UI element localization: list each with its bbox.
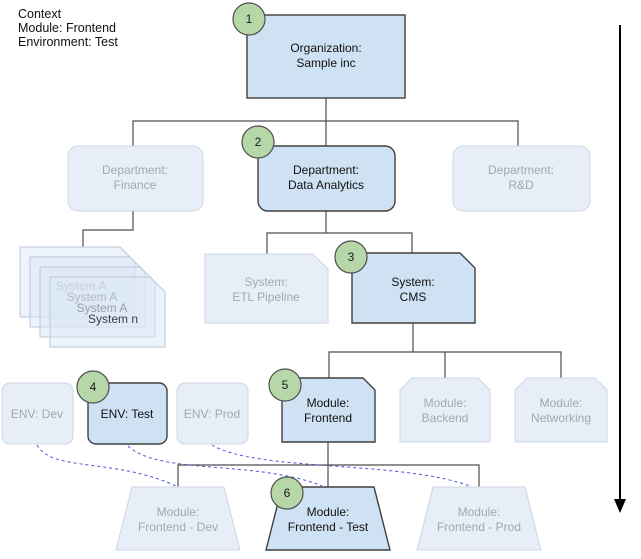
connector-frontend-to-deployments	[177, 442, 480, 487]
node-module-backend[interactable]: Module: Backend	[399, 377, 491, 443]
step-4-circle	[76, 370, 110, 404]
env-prod-label: ENV: Prod	[184, 407, 240, 421]
department-rd-line1: Department:	[488, 163, 554, 177]
system-etl-line1: System:	[244, 275, 287, 289]
node-system-etl[interactable]: System: ETL Pipeline	[204, 253, 329, 324]
step-2-circle	[241, 125, 275, 159]
system-stack-label-4: System n	[88, 312, 138, 326]
module-networking-line2: Networking	[531, 411, 591, 425]
module-networking-shape[interactable]	[514, 377, 608, 443]
flow-direction-arrow	[614, 25, 626, 513]
node-system-stack[interactable]: System A System A System A System n	[19, 246, 166, 348]
department-rd-line2: R&D	[508, 178, 534, 192]
connector-dataanalytics-to-systems	[266, 211, 413, 254]
step-4-badge: 4	[76, 370, 110, 404]
step-6-badge: 6	[270, 476, 304, 510]
department-data-analytics-line2: Data Analytics	[288, 178, 364, 192]
dashed-link-dev	[36, 444, 177, 487]
step-badges: 1 2 3 4 5 6	[76, 2, 368, 510]
organization-label-line1: Organization:	[290, 41, 361, 55]
deployment-frontend-prod-shape[interactable]	[416, 486, 542, 551]
organization-shape[interactable]	[246, 14, 406, 99]
node-department-rd[interactable]: Department: R&D	[452, 145, 591, 212]
module-backend-line1: Module:	[424, 396, 467, 410]
env-test-shape[interactable]	[87, 382, 168, 445]
module-networking-line1: Module:	[540, 396, 583, 410]
module-frontend-line2: Frontend	[304, 411, 352, 425]
node-module-frontend[interactable]: Module: Frontend	[281, 377, 376, 443]
step-3-badge: 3	[334, 240, 368, 274]
system-stack-label-2: System A	[67, 290, 118, 304]
department-rd-shape[interactable]	[452, 145, 591, 212]
step-1-badge: 1	[232, 2, 266, 36]
node-system-cms[interactable]: System: CMS	[351, 252, 476, 324]
step-2-number: 2	[255, 135, 262, 149]
organization-label-line2: Sample inc	[296, 56, 355, 70]
deployment-frontend-test-line1: Module:	[307, 505, 350, 519]
step-1-number: 1	[246, 12, 253, 26]
system-stack-label-1: System A	[56, 279, 107, 293]
system-stack-card-4[interactable]	[49, 276, 166, 348]
department-finance-line1: Department:	[102, 163, 168, 177]
department-finance-line2: Finance	[114, 178, 157, 192]
step-5-number: 5	[282, 378, 289, 392]
module-backend-shape[interactable]	[399, 377, 491, 443]
deployment-frontend-prod-line1: Module:	[458, 505, 501, 519]
deployment-frontend-prod-line2: Frontend - Prod	[437, 520, 521, 534]
department-data-analytics-shape[interactable]	[257, 145, 396, 212]
env-dev-label: ENV: Dev	[11, 407, 63, 421]
system-stack-label-3: System A	[77, 301, 128, 315]
system-etl-shape[interactable]	[204, 253, 329, 324]
step-3-number: 3	[348, 250, 355, 264]
system-cms-shape[interactable]	[351, 252, 476, 324]
connector-cms-to-modules	[328, 323, 562, 378]
system-cms-line2: CMS	[400, 290, 427, 304]
flow-arrow-head-icon	[614, 499, 626, 513]
department-data-analytics-line1: Department:	[293, 163, 359, 177]
step-6-circle	[270, 476, 304, 510]
tree-connectors	[82, 98, 562, 487]
context-environment: Environment: Test	[18, 35, 118, 49]
node-env-test[interactable]: ENV: Test	[87, 382, 168, 445]
deployment-frontend-dev-line1: Module:	[157, 505, 200, 519]
context-title: Context	[18, 7, 62, 21]
step-2-badge: 2	[241, 125, 275, 159]
system-etl-line2: ETL Pipeline	[232, 290, 300, 304]
connector-finance-to-system-stack	[82, 211, 134, 247]
deployment-frontend-dev-shape[interactable]	[115, 486, 241, 551]
department-finance-shape[interactable]	[67, 145, 204, 212]
system-cms-line1: System:	[391, 275, 434, 289]
context-module: Module: Frontend	[18, 21, 116, 35]
node-department-data-analytics[interactable]: Department: Data Analytics	[257, 145, 396, 212]
env-prod-shape[interactable]	[176, 382, 249, 445]
node-deployment-frontend-prod[interactable]: Module: Frontend - Prod	[416, 486, 542, 551]
env-deployment-links	[36, 444, 471, 487]
node-deployment-frontend-dev[interactable]: Module: Frontend - Dev	[115, 486, 241, 551]
module-backend-line2: Backend	[422, 411, 469, 425]
env-dev-shape[interactable]	[1, 382, 74, 445]
connector-org-to-departments	[132, 98, 519, 146]
step-5-circle	[268, 368, 302, 402]
step-1-circle	[232, 2, 266, 36]
node-env-dev[interactable]: ENV: Dev	[1, 382, 74, 445]
env-test-label: ENV: Test	[101, 407, 154, 421]
node-organization[interactable]: Organization: Sample inc	[246, 14, 406, 99]
step-3-circle	[334, 240, 368, 274]
deployment-frontend-test-line2: Frontend - Test	[288, 520, 369, 534]
module-frontend-line1: Module:	[307, 396, 350, 410]
deployment-frontend-dev-line2: Frontend - Dev	[138, 520, 218, 534]
step-6-number: 6	[284, 486, 291, 500]
step-4-number: 4	[90, 380, 97, 394]
node-module-networking[interactable]: Module: Networking	[514, 377, 608, 443]
step-5-badge: 5	[268, 368, 302, 402]
node-department-finance[interactable]: Department: Finance	[67, 145, 204, 212]
node-env-prod[interactable]: ENV: Prod	[176, 382, 249, 445]
context-annotation: Context Module: Frontend Environment: Te…	[18, 7, 118, 49]
dashed-link-prod	[211, 444, 471, 487]
